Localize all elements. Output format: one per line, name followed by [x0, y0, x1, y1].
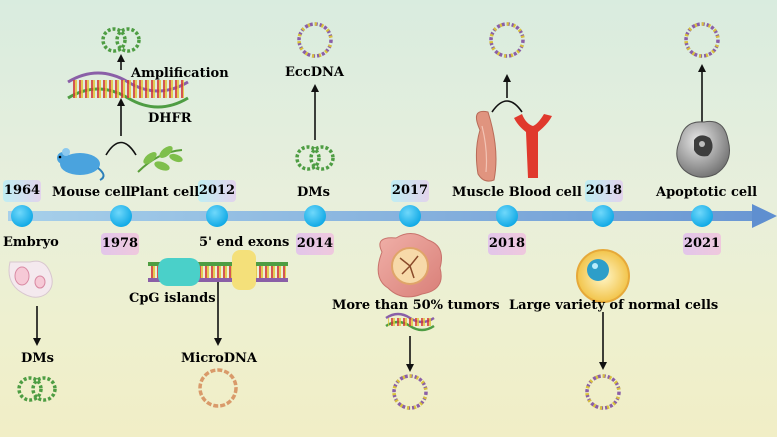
- ring-2018-top: [489, 22, 525, 58]
- label-amplification: Amplification: [131, 66, 229, 81]
- node-2018a: [496, 205, 518, 227]
- label-tumors: More than 50% tumors: [332, 298, 500, 313]
- ring-tumors: [392, 374, 428, 410]
- timeline-nodes: [11, 205, 713, 227]
- node-2021: [691, 205, 713, 227]
- label-dms-bottom: DMs: [21, 351, 54, 366]
- apoptotic-cell-icon: [676, 120, 730, 178]
- double-ring-top-1978: [101, 27, 141, 53]
- plant-leaf-icon: [137, 146, 183, 173]
- label-dms-top: DMs: [297, 185, 330, 200]
- year-badge-2012: 2012: [198, 180, 236, 202]
- label-microdna: MicroDNA: [181, 351, 258, 366]
- normal-cell-icon: [576, 249, 630, 303]
- year-badge-1964: 1964: [3, 180, 41, 202]
- year-badge-2017: 2017: [391, 180, 429, 202]
- node-2012: [206, 205, 228, 227]
- embryo-icon: [8, 260, 53, 298]
- year-badge-2018b: 2018: [585, 180, 623, 202]
- ring-microdna: [198, 368, 238, 408]
- double-ring-dms-bottom: [17, 376, 57, 402]
- label-dhfr: DHFR: [148, 111, 192, 126]
- blood-vessel-icon: [514, 114, 552, 178]
- double-ring-dms-2014: [295, 145, 335, 171]
- tumor-dna-strand: [385, 312, 435, 332]
- node-2017: [399, 205, 421, 227]
- cpg-dna-strand: [148, 250, 288, 290]
- label-apoptotic-cell: Apoptotic cell: [656, 185, 758, 200]
- arrows: [33, 54, 706, 372]
- timeline-axis: [8, 204, 777, 228]
- ring-normal: [585, 374, 621, 410]
- mouse-icon: [57, 148, 105, 181]
- node-2014: [304, 205, 326, 227]
- muscle-icon: [475, 110, 497, 182]
- dhfr-dna-strand: [67, 71, 189, 109]
- year-badge-2018a: 2018: [488, 233, 526, 255]
- label-cpg-islands: CpG islands: [129, 291, 216, 306]
- year-badge-2021: 2021: [683, 233, 721, 255]
- label-normal-cells: Large variety of normal cells: [509, 298, 719, 313]
- label-mouse-cell: Mouse cell: [52, 185, 131, 200]
- label-embryo: Embryo: [3, 235, 59, 250]
- label-plant-cell: Plant cell: [130, 185, 200, 200]
- label-eccdna: EccDNA: [285, 65, 344, 80]
- node-1978: [110, 205, 132, 227]
- node-2018b: [592, 205, 614, 227]
- node-1964: [11, 205, 33, 227]
- ring-2021-top: [684, 22, 720, 58]
- year-badge-2014: 2014: [296, 233, 334, 255]
- label-5-end-exons: 5' end exons: [199, 235, 290, 250]
- year-badge-1978: 1978: [101, 233, 139, 255]
- eccdna-rings: [17, 22, 720, 410]
- ring-eccdna: [297, 22, 333, 58]
- label-muscle-blood-cell: Muscle Blood cell: [452, 185, 582, 200]
- tumor-icon: [377, 233, 442, 298]
